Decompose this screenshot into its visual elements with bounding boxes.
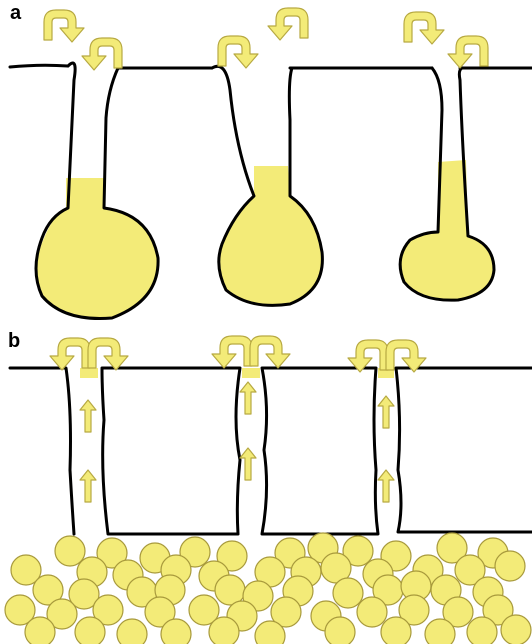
panel-b [5,336,532,644]
particle-circle [495,551,525,581]
particle-circle [501,615,531,644]
efflux-arrow-icon [88,338,128,370]
efflux-arrow-icon [44,10,84,42]
efflux-arrow-icon [50,338,90,370]
upward-flow-arrow-icon [80,470,96,502]
upward-flow-arrow-icon [80,400,96,432]
channel-secretion [242,368,260,378]
cell-block [10,368,74,534]
gland-1 [36,63,158,318]
particle-circle [25,617,55,644]
panel-a [10,8,532,319]
cell-block [262,368,378,534]
gland-3 [400,68,494,300]
gland-2 [212,66,322,305]
particle-circle [381,617,411,644]
gland-secretion [36,178,158,319]
upward-flow-arrow-icon [378,470,394,502]
channel-secretion [80,368,98,378]
particle-circle [209,617,239,644]
efflux-arrow-icon [250,336,290,368]
efflux-arrow-icon [218,36,258,68]
efflux-arrow-icon [82,38,122,70]
particle-circle [117,619,147,644]
particle-circle [325,617,355,644]
gland-secretion [400,160,494,300]
cell-block [102,368,240,534]
upward-flow-arrow-icon [378,396,394,428]
particle-field [5,533,531,644]
efflux-arrow-icon [268,8,308,40]
upward-flow-arrow-icon [240,382,256,414]
upward-flow-arrow-icon [240,448,256,480]
particle-circle [161,619,191,644]
particle-circle [357,597,387,627]
surface-line [10,65,68,67]
cell-block [396,368,532,532]
efflux-arrow-icon [404,12,444,44]
gland-secretion [219,166,323,305]
efflux-arrow-icon [212,336,252,368]
particle-circle [467,617,497,644]
particle-circle [333,578,363,608]
particle-circle [425,619,455,644]
efflux-arrow-icon [448,36,488,68]
particle-circle [75,617,105,644]
